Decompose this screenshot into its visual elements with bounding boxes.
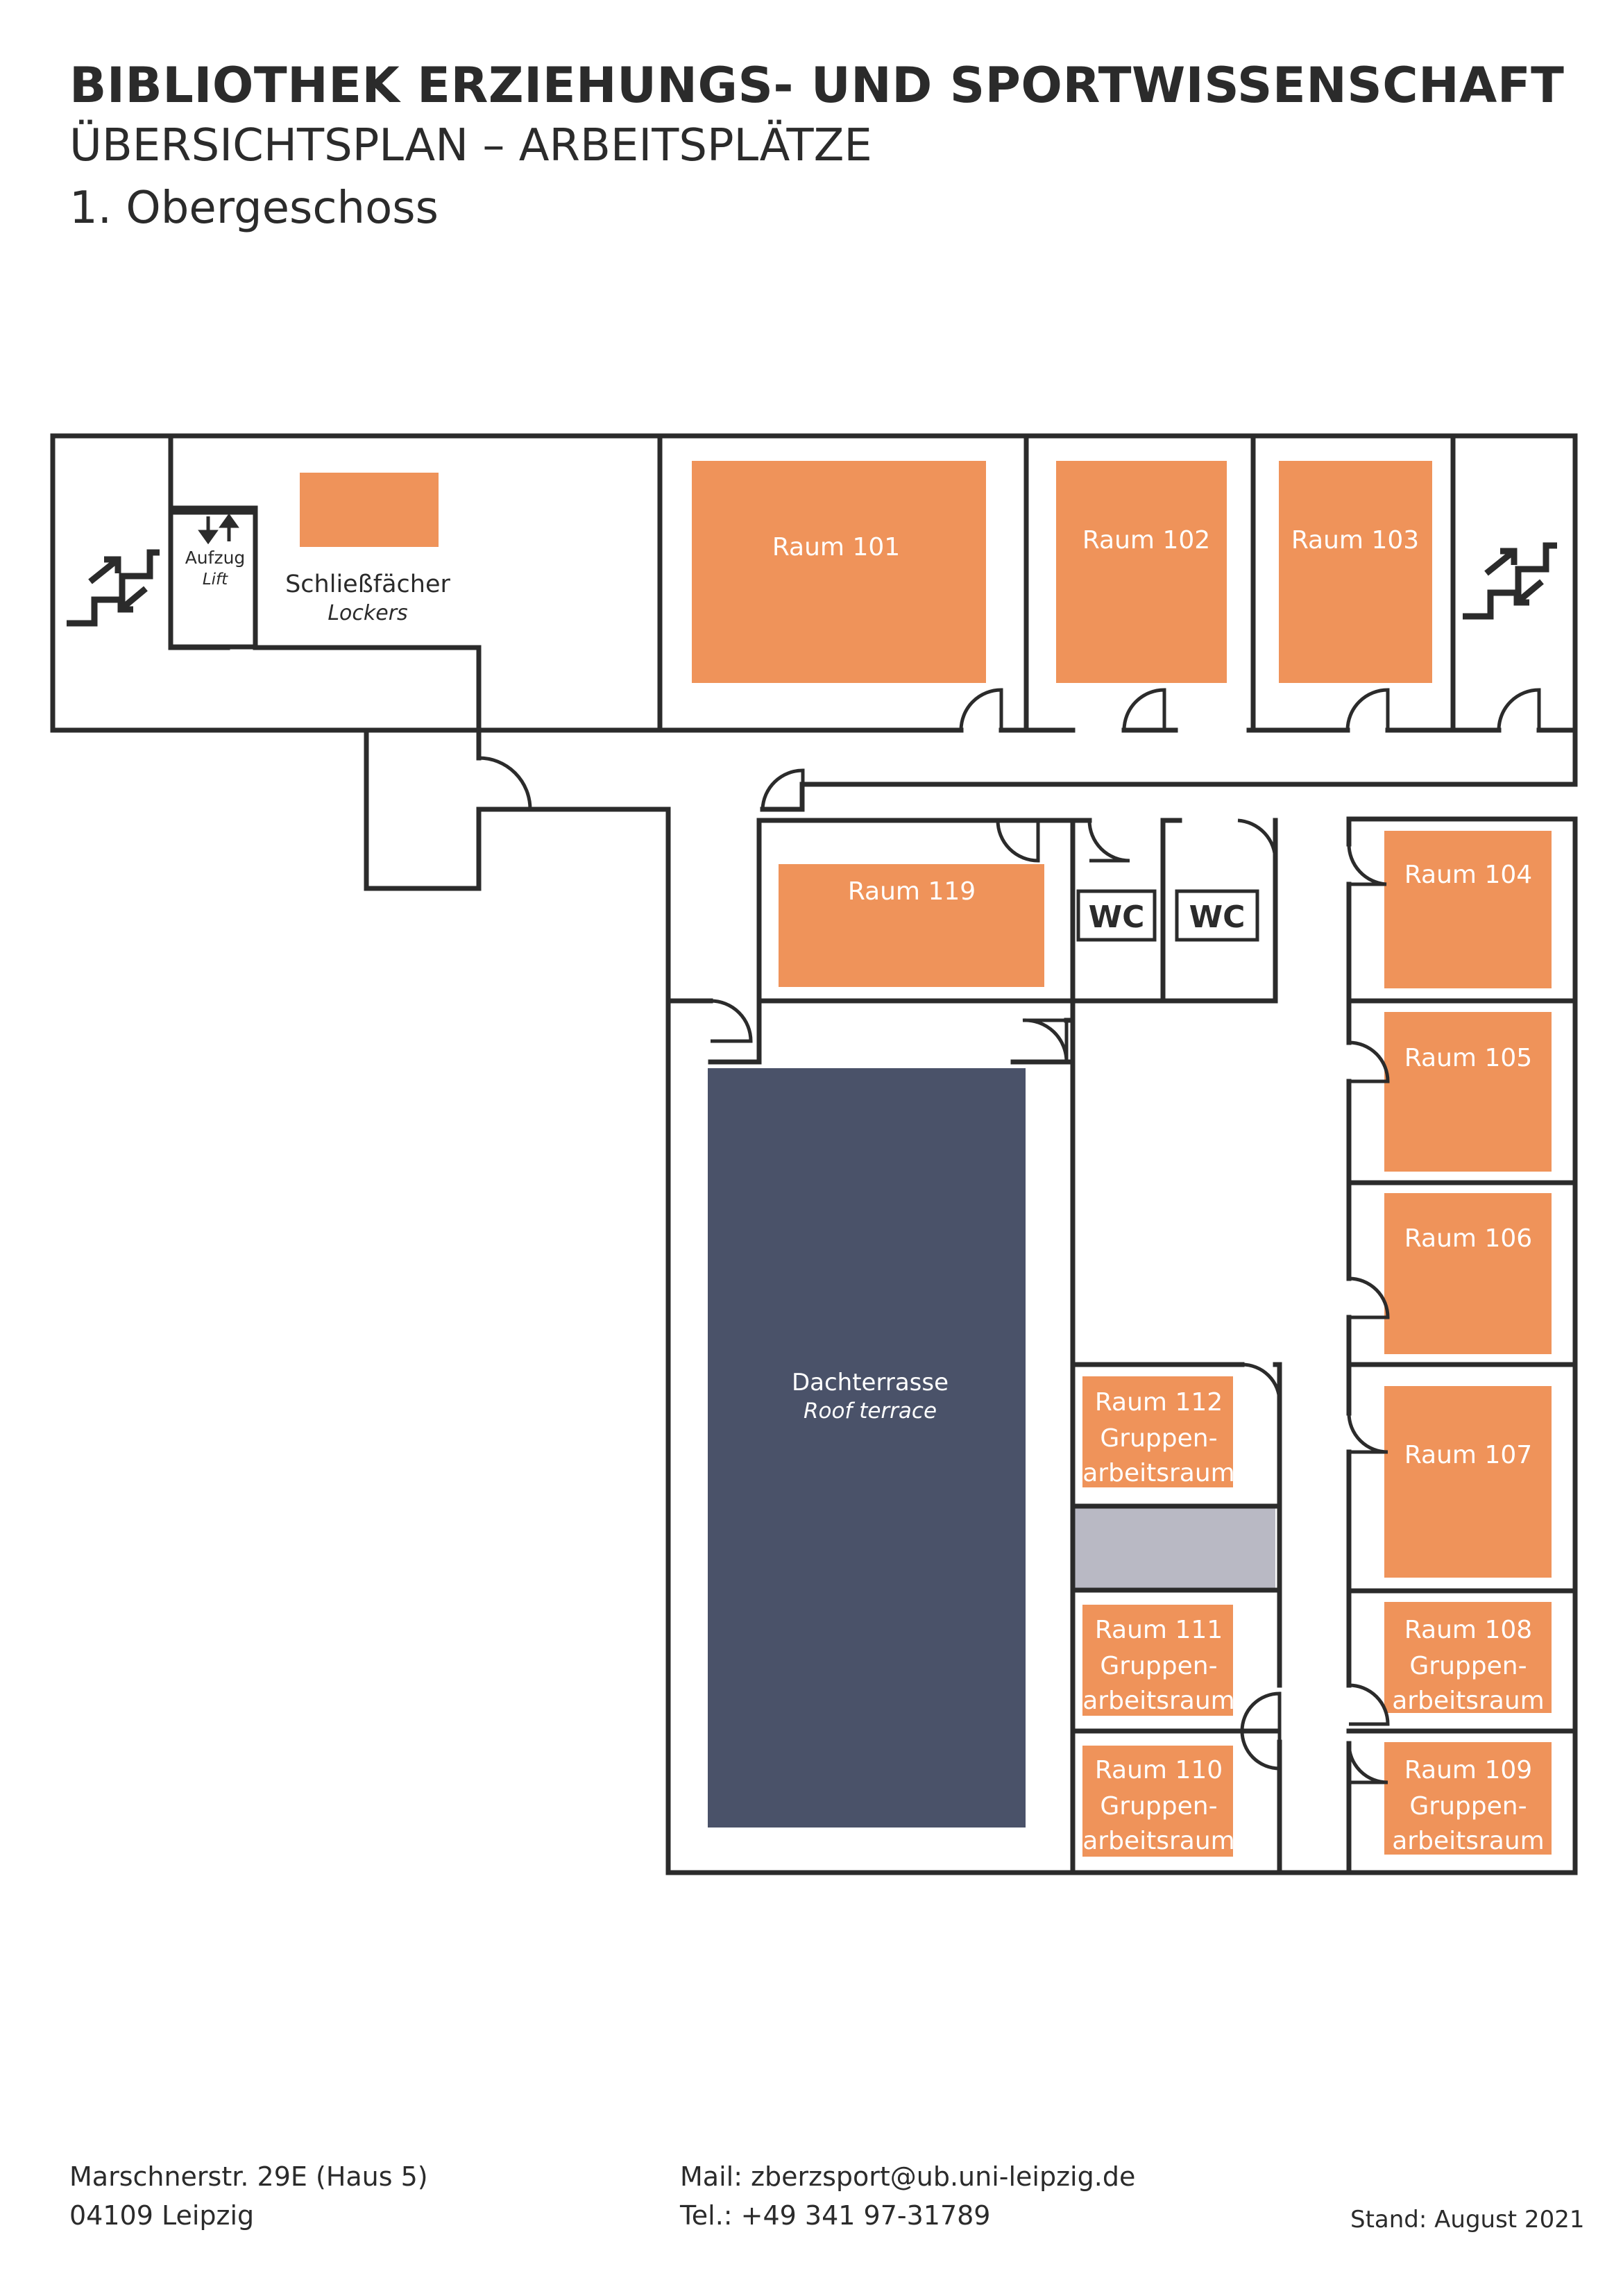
- room-108[interactable]: [1384, 1602, 1552, 1713]
- room-101-label: Raum 101: [772, 533, 900, 562]
- contact-mail[interactable]: Mail: zberzsport@ub.uni-leipzig.de: [680, 2161, 1136, 2192]
- room-107-label: Raum 107: [1404, 1441, 1532, 1469]
- shaft-area: [1073, 1506, 1275, 1590]
- walls: [50, 433, 1578, 1875]
- page-subtitle: ÜBERSICHTSPLAN – ARBEITSPLÄTZE: [69, 120, 872, 171]
- contact-phone[interactable]: Tel.: +49 341 97-31789: [680, 2200, 991, 2231]
- room-110-type-1: Gruppen-: [1100, 1792, 1217, 1821]
- stairs-right-icon: [1463, 542, 1557, 620]
- room-102-label: Raum 102: [1082, 526, 1210, 555]
- room-105[interactable]: [1384, 1012, 1552, 1172]
- room-102[interactable]: [1056, 461, 1227, 683]
- room-111[interactable]: [1082, 1605, 1233, 1716]
- room-109-type-2: arbeitsraum: [1392, 1827, 1544, 1855]
- wc-right-box: [1175, 889, 1259, 942]
- room-112-type-1: Gruppen-: [1100, 1424, 1217, 1453]
- room-110[interactable]: [1082, 1746, 1233, 1857]
- room-104-label: Raum 104: [1404, 861, 1532, 889]
- terrace-label: Dachterrasse: [792, 1369, 949, 1396]
- lockers-label-en: Lockers: [328, 601, 407, 625]
- room-109-type-1: Gruppen-: [1409, 1792, 1527, 1821]
- room-106-label: Raum 106: [1404, 1224, 1532, 1253]
- room-119-label: Raum 119: [848, 877, 976, 906]
- lift-label-en: Lift: [203, 571, 228, 589]
- room-110-type-2: arbeitsraum: [1082, 1827, 1234, 1855]
- room-111-type-1: Gruppen-: [1100, 1652, 1217, 1680]
- wc-left-label: WC: [1089, 900, 1145, 935]
- room-103-label: Raum 103: [1291, 526, 1419, 555]
- lift-arrows-icon: [198, 513, 239, 545]
- room-111-type-2: arbeitsraum: [1082, 1687, 1234, 1715]
- room-108-type-2: arbeitsraum: [1392, 1687, 1544, 1715]
- page-title: BIBLIOTHEK ERZIEHUNGS- UND SPORTWISSENSC…: [69, 57, 1565, 114]
- room-fills: [300, 461, 1552, 1857]
- room-112-label: Raum 112: [1095, 1388, 1223, 1417]
- address-line-2: 04109 Leipzig: [69, 2200, 255, 2231]
- stairs-left-icon: [67, 549, 160, 627]
- wc-left-box: [1076, 889, 1157, 942]
- wc-right-label: WC: [1189, 900, 1246, 935]
- room-112[interactable]: [1082, 1376, 1233, 1487]
- terrace-label-en: Roof terrace: [804, 1399, 937, 1424]
- lockers-label: Schließfächer: [285, 571, 450, 598]
- room-101[interactable]: [692, 461, 986, 683]
- room-119[interactable]: [779, 864, 1044, 987]
- address-line-1: Marschnerstr. 29E (Haus 5): [69, 2161, 428, 2192]
- roof-terrace: [708, 1068, 1026, 1827]
- footer-contact: Mail: zberzsport@ub.uni-leipzig.de Tel.:…: [680, 2157, 1135, 2235]
- room-109[interactable]: [1384, 1742, 1552, 1855]
- floor-label: 1. Obergeschoss: [69, 183, 439, 234]
- room-106[interactable]: [1384, 1193, 1552, 1354]
- header: BIBLIOTHEK ERZIEHUNGS- UND SPORTWISSENSC…: [69, 61, 1564, 230]
- stand-date: Stand: August 2021: [1350, 2206, 1585, 2234]
- locker-block: [300, 473, 439, 547]
- room-110-label: Raum 110: [1095, 1756, 1223, 1784]
- room-104[interactable]: [1384, 831, 1552, 988]
- room-107[interactable]: [1384, 1386, 1552, 1578]
- room-109-label: Raum 109: [1404, 1756, 1532, 1784]
- room-112-type-2: arbeitsraum: [1082, 1459, 1234, 1487]
- room-108-type-1: Gruppen-: [1409, 1652, 1527, 1680]
- room-108-label: Raum 108: [1404, 1616, 1532, 1644]
- lift-label: Aufzug: [185, 548, 246, 568]
- room-103[interactable]: [1279, 461, 1432, 683]
- footer-address: Marschnerstr. 29E (Haus 5) 04109 Leipzig: [69, 2157, 428, 2235]
- room-105-label: Raum 105: [1404, 1044, 1532, 1072]
- footer-stand: Stand: August 2021: [1350, 2200, 1584, 2239]
- room-111-label: Raum 111: [1095, 1616, 1223, 1644]
- doors: [478, 688, 1541, 1784]
